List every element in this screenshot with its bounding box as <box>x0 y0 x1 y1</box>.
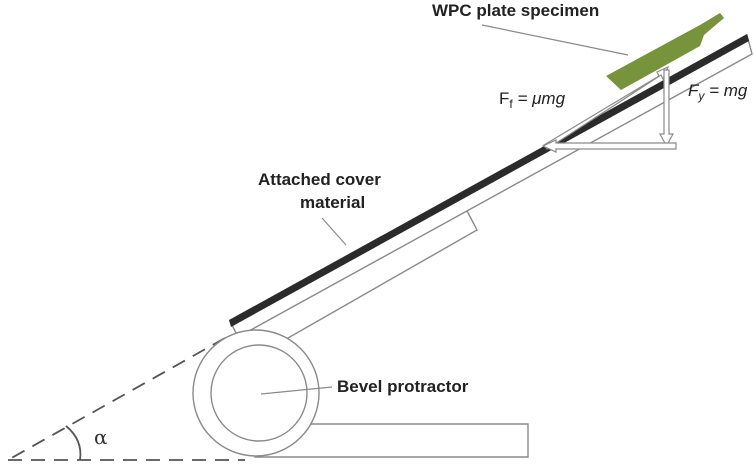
cover-leader-line <box>321 217 347 246</box>
protractor-inner-disk <box>210 344 308 442</box>
weight-force-arrow <box>658 69 675 148</box>
friction-force-subscript: f <box>509 97 513 111</box>
cover-material-strip <box>229 34 749 327</box>
cover-label-line1: Attached cover <box>258 170 381 189</box>
weight-force-symbol: F <box>688 81 700 100</box>
protractor-leader-line <box>260 386 333 395</box>
extension-dashed-line <box>7 337 226 461</box>
friction-force-equation: = μmg <box>513 89 566 108</box>
wpc-specimen <box>606 13 724 90</box>
horizontal-component-arrow <box>541 139 677 153</box>
friction-force-label: Ff = μmg <box>499 89 566 111</box>
weight-force-label: Fy = mg <box>688 81 748 103</box>
angle-arc <box>65 425 82 461</box>
weight-force-equation: = mg <box>704 81 748 100</box>
specimen-leader-line <box>481 24 629 56</box>
angle-label: α <box>94 425 108 449</box>
cover-label-line2: material <box>300 193 365 212</box>
protractor-label: Bevel protractor <box>337 377 469 396</box>
friction-force-symbol: F <box>499 89 509 108</box>
weight-force-subscript: y <box>697 89 705 103</box>
specimen-label: WPC plate specimen <box>432 1 599 20</box>
